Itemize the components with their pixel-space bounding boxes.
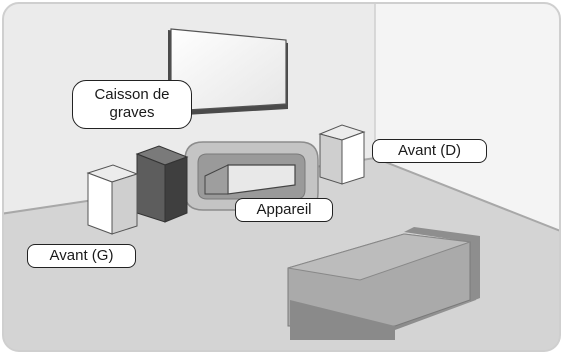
sofa-icon bbox=[287, 227, 480, 340]
subwoofer-label-line1: Caisson de bbox=[94, 86, 170, 103]
subwoofer-label-line2: graves bbox=[109, 104, 155, 121]
front-left-label: Avant (G) bbox=[27, 244, 136, 268]
subwoofer-icon bbox=[135, 145, 189, 223]
front-left-speaker-icon bbox=[86, 164, 139, 235]
front-right-speaker-icon bbox=[318, 124, 366, 185]
device-label: Appareil bbox=[235, 198, 333, 222]
right-wall bbox=[375, 3, 560, 232]
tv-icon bbox=[168, 28, 288, 116]
device-icon bbox=[204, 164, 296, 195]
subwoofer-label: Caisson de graves bbox=[72, 80, 192, 129]
front-right-label: Avant (D) bbox=[372, 139, 487, 163]
